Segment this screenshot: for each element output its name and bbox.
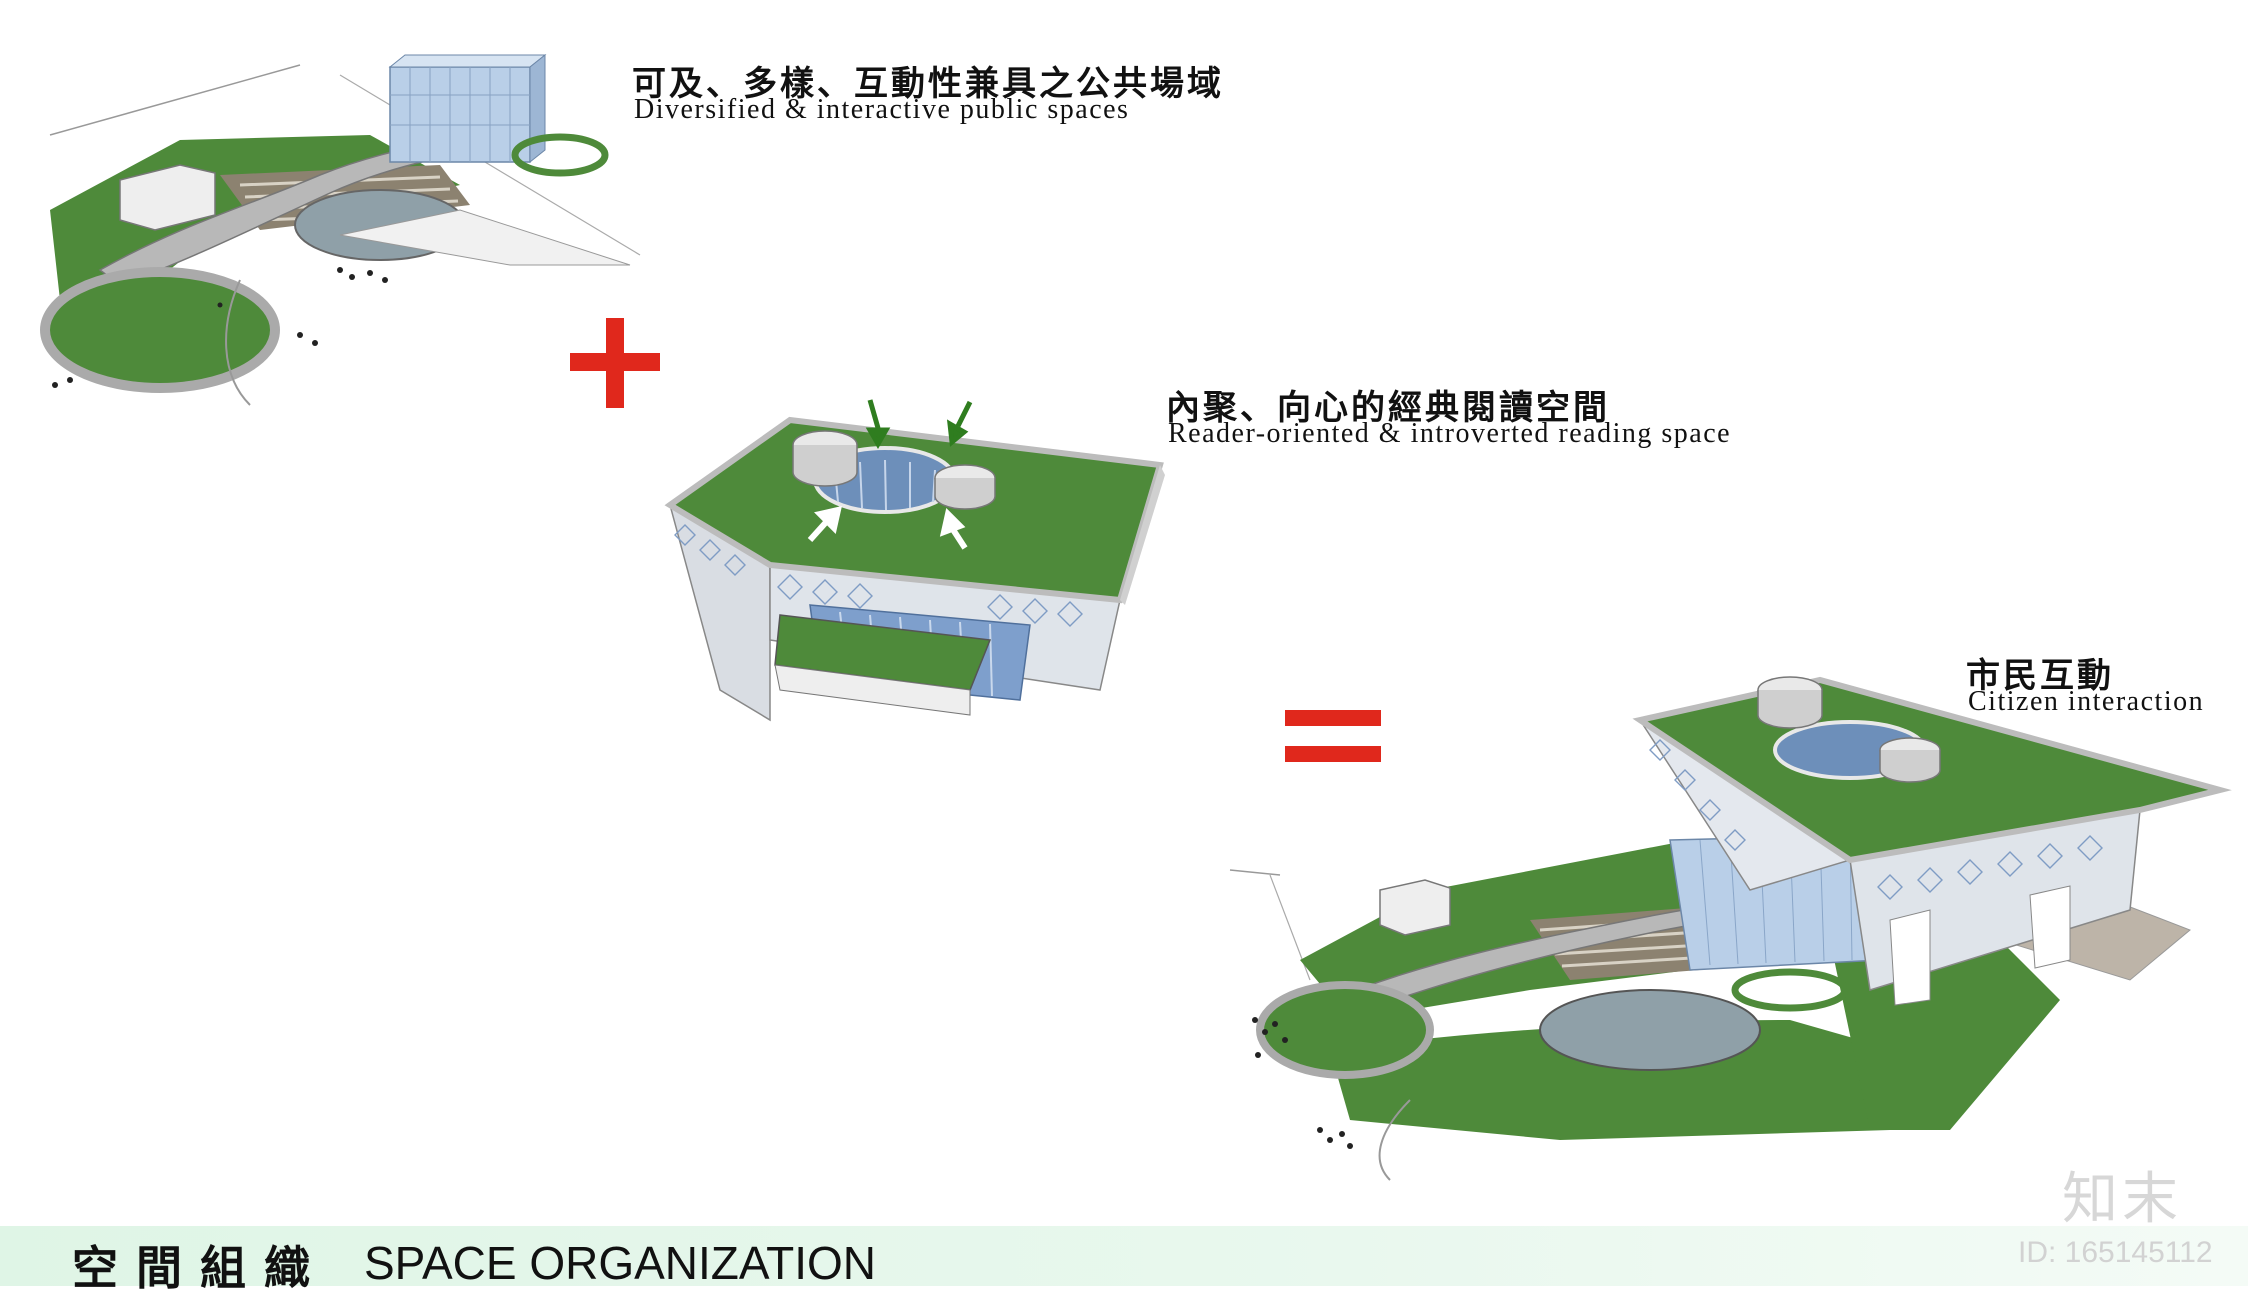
reading-space-illustration: [664, 399, 1165, 722]
plus-sign: [570, 318, 660, 408]
citizen-title-zh: 市民互動: [1966, 656, 2114, 696]
watermark-id: ID: 165145112: [2018, 1236, 2213, 1269]
footer-band: [0, 1226, 2248, 1286]
public-space-illustration: [40, 53, 641, 406]
footer-title-en: SPACE ORGANIZATION: [364, 1237, 877, 1289]
citizen-title-en: Citizen interaction: [1968, 686, 2205, 717]
reading-space-title-zh: 內聚、向心的經典閱讀空間: [1166, 388, 1610, 428]
citizen-interaction-illustration: [1229, 676, 2232, 1181]
reading-space-title-en: Reader-oriented & introverted reading sp…: [1168, 418, 1732, 449]
public-space-title-zh: 可及、多樣、互動性兼具之公共場域: [632, 64, 1224, 104]
equals-sign: [1285, 710, 1381, 766]
watermark-logo: 知末: [2062, 1167, 2182, 1232]
public-space-title-en: Diversified & interactive public spaces: [634, 94, 1130, 125]
footer-title-zh: 空間組織: [72, 1241, 328, 1295]
